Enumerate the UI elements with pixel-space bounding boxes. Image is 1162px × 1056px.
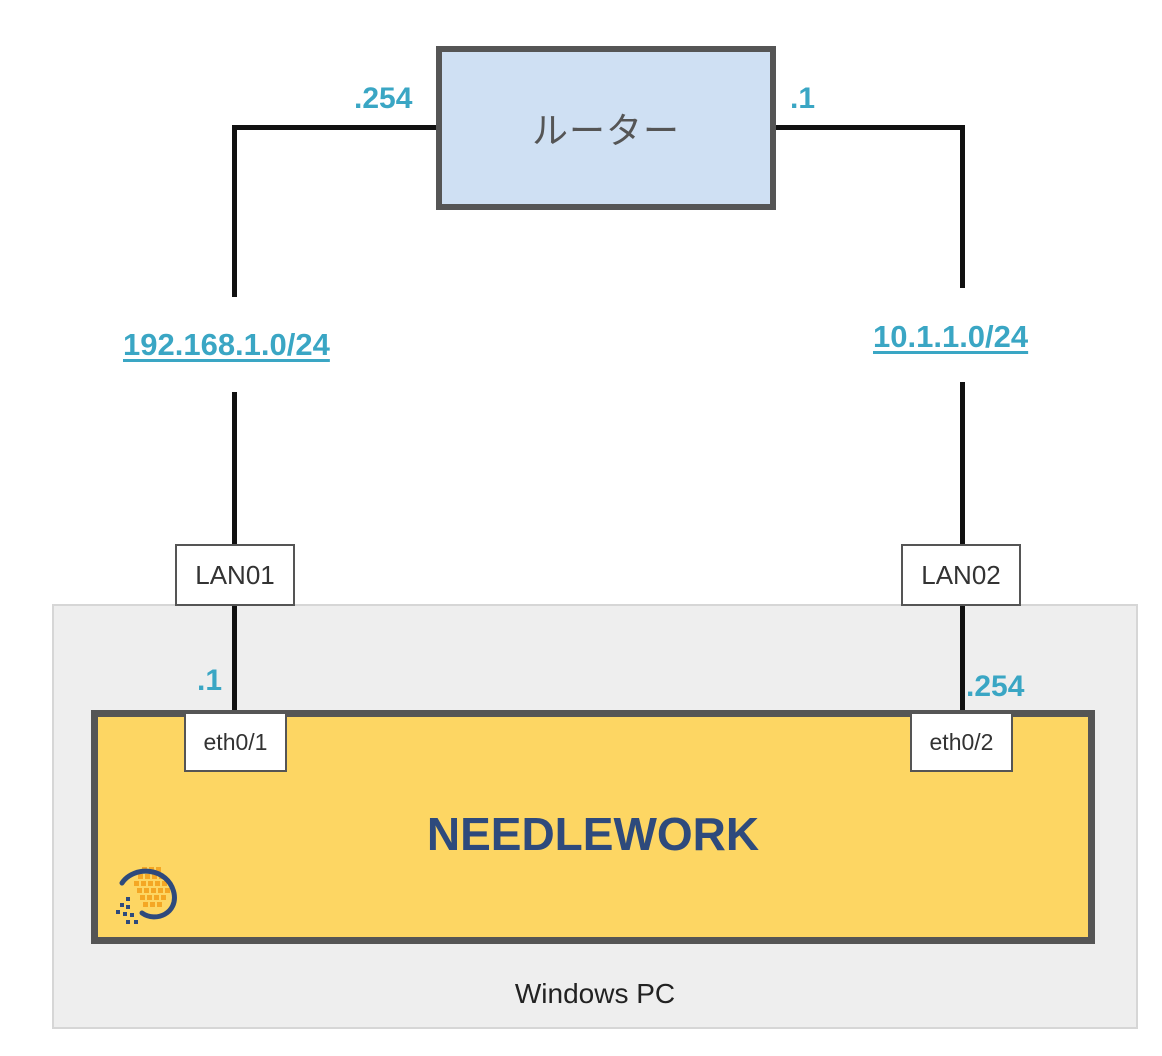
link-left-top-horizontal [232, 125, 438, 130]
link-right-top-horizontal [768, 125, 965, 130]
windows-pc-label: Windows PC [514, 978, 676, 1009]
lan-interface-right: LAN02 [901, 544, 1021, 606]
port-eth0-2-label: eth0/2 [929, 728, 994, 755]
needlework-appliance: NEEDLEWORK [91, 710, 1095, 944]
link-right-bottom-vertical [960, 604, 965, 712]
port-eth0-1-label: eth0/1 [203, 728, 268, 755]
link-right-mid-vertical [960, 382, 965, 544]
link-left-mid-vertical [232, 392, 237, 544]
link-left-bottom-vertical [232, 604, 237, 712]
host-left-ip: .1 [197, 664, 223, 697]
subnet-link-right[interactable]: 10.1.1.0/24 [873, 319, 1029, 354]
lan-interface-right-label: LAN02 [921, 559, 1001, 590]
link-right-top-vertical [960, 125, 965, 288]
router-left-ip: .254 [354, 82, 413, 115]
link-left-top-vertical [232, 125, 237, 297]
port-eth0-1: eth0/1 [184, 712, 287, 772]
router-right-ip: .1 [790, 82, 816, 115]
needlework-title: NEEDLEWORK [426, 808, 760, 860]
needlework-logo-icon [116, 867, 177, 924]
lan-interface-left-label: LAN01 [195, 559, 275, 590]
host-right-ip: .254 [966, 670, 1025, 703]
router-node: ルーター [436, 46, 776, 210]
subnet-link-left[interactable]: 192.168.1.0/24 [123, 327, 330, 362]
port-eth0-2: eth0/2 [910, 712, 1013, 772]
lan-interface-left: LAN01 [175, 544, 295, 606]
router-label: ルーター [531, 111, 680, 152]
